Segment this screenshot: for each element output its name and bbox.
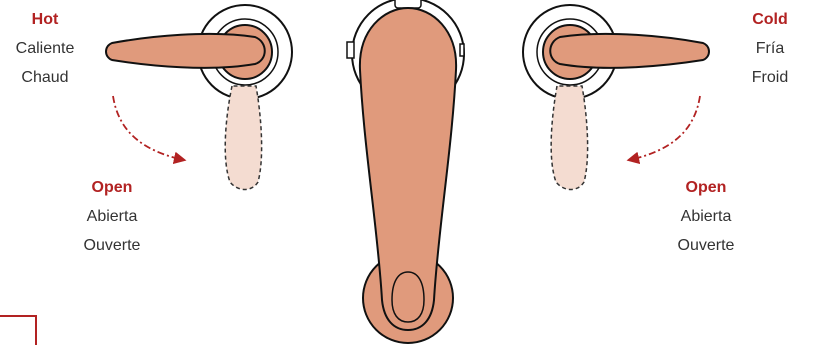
corner-box (0, 316, 36, 345)
hot-lever[interactable] (106, 34, 265, 68)
left-open-title: Open (92, 179, 133, 196)
cold-label-fr: Froid (752, 69, 788, 86)
hot-handle-open-ghost (225, 86, 261, 190)
cold-label: Cold Fría Froid (752, 11, 788, 86)
left-open-fr: Ouverte (84, 237, 141, 254)
left-open-es: Abierta (87, 208, 138, 225)
cold-lever[interactable] (550, 34, 709, 68)
cold-handle-assembly (523, 5, 709, 190)
right-open-fr: Ouverte (678, 237, 735, 254)
left-open-label: Open Abierta Ouverte (84, 179, 141, 254)
hot-open-arrow (113, 96, 184, 160)
right-open-label: Open Abierta Ouverte (678, 179, 735, 254)
hot-label-fr: Chaud (21, 69, 68, 86)
spout-side-tab (347, 42, 354, 58)
right-open-es: Abierta (681, 208, 732, 225)
right-open-title: Open (686, 179, 727, 196)
cold-title: Cold (752, 11, 788, 28)
cold-label-es: Fría (756, 40, 785, 57)
hot-label-es: Caliente (16, 40, 75, 57)
cold-open-arrow (629, 96, 700, 160)
cold-handle-open-ghost (551, 86, 587, 190)
hot-handle-assembly (106, 5, 292, 190)
hot-title: Hot (32, 11, 59, 28)
spout-assembly (347, 0, 464, 343)
hot-label: Hot Caliente Chaud (16, 11, 75, 86)
spout-side-tab-right (460, 44, 464, 56)
spout-top-tab (395, 0, 421, 8)
